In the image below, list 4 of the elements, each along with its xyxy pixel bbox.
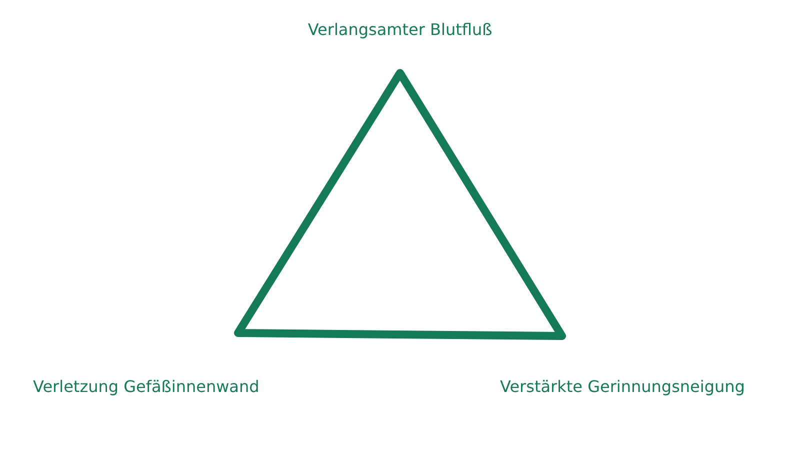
corner-label: Verlangsamter Blutfluß	[308, 20, 492, 39]
corner-label: Verletzung Gefäßinnenwand	[33, 377, 260, 396]
triangle-shape	[234, 69, 566, 340]
corner-label: Verstärkte Gerinnungsneigung	[500, 377, 745, 396]
